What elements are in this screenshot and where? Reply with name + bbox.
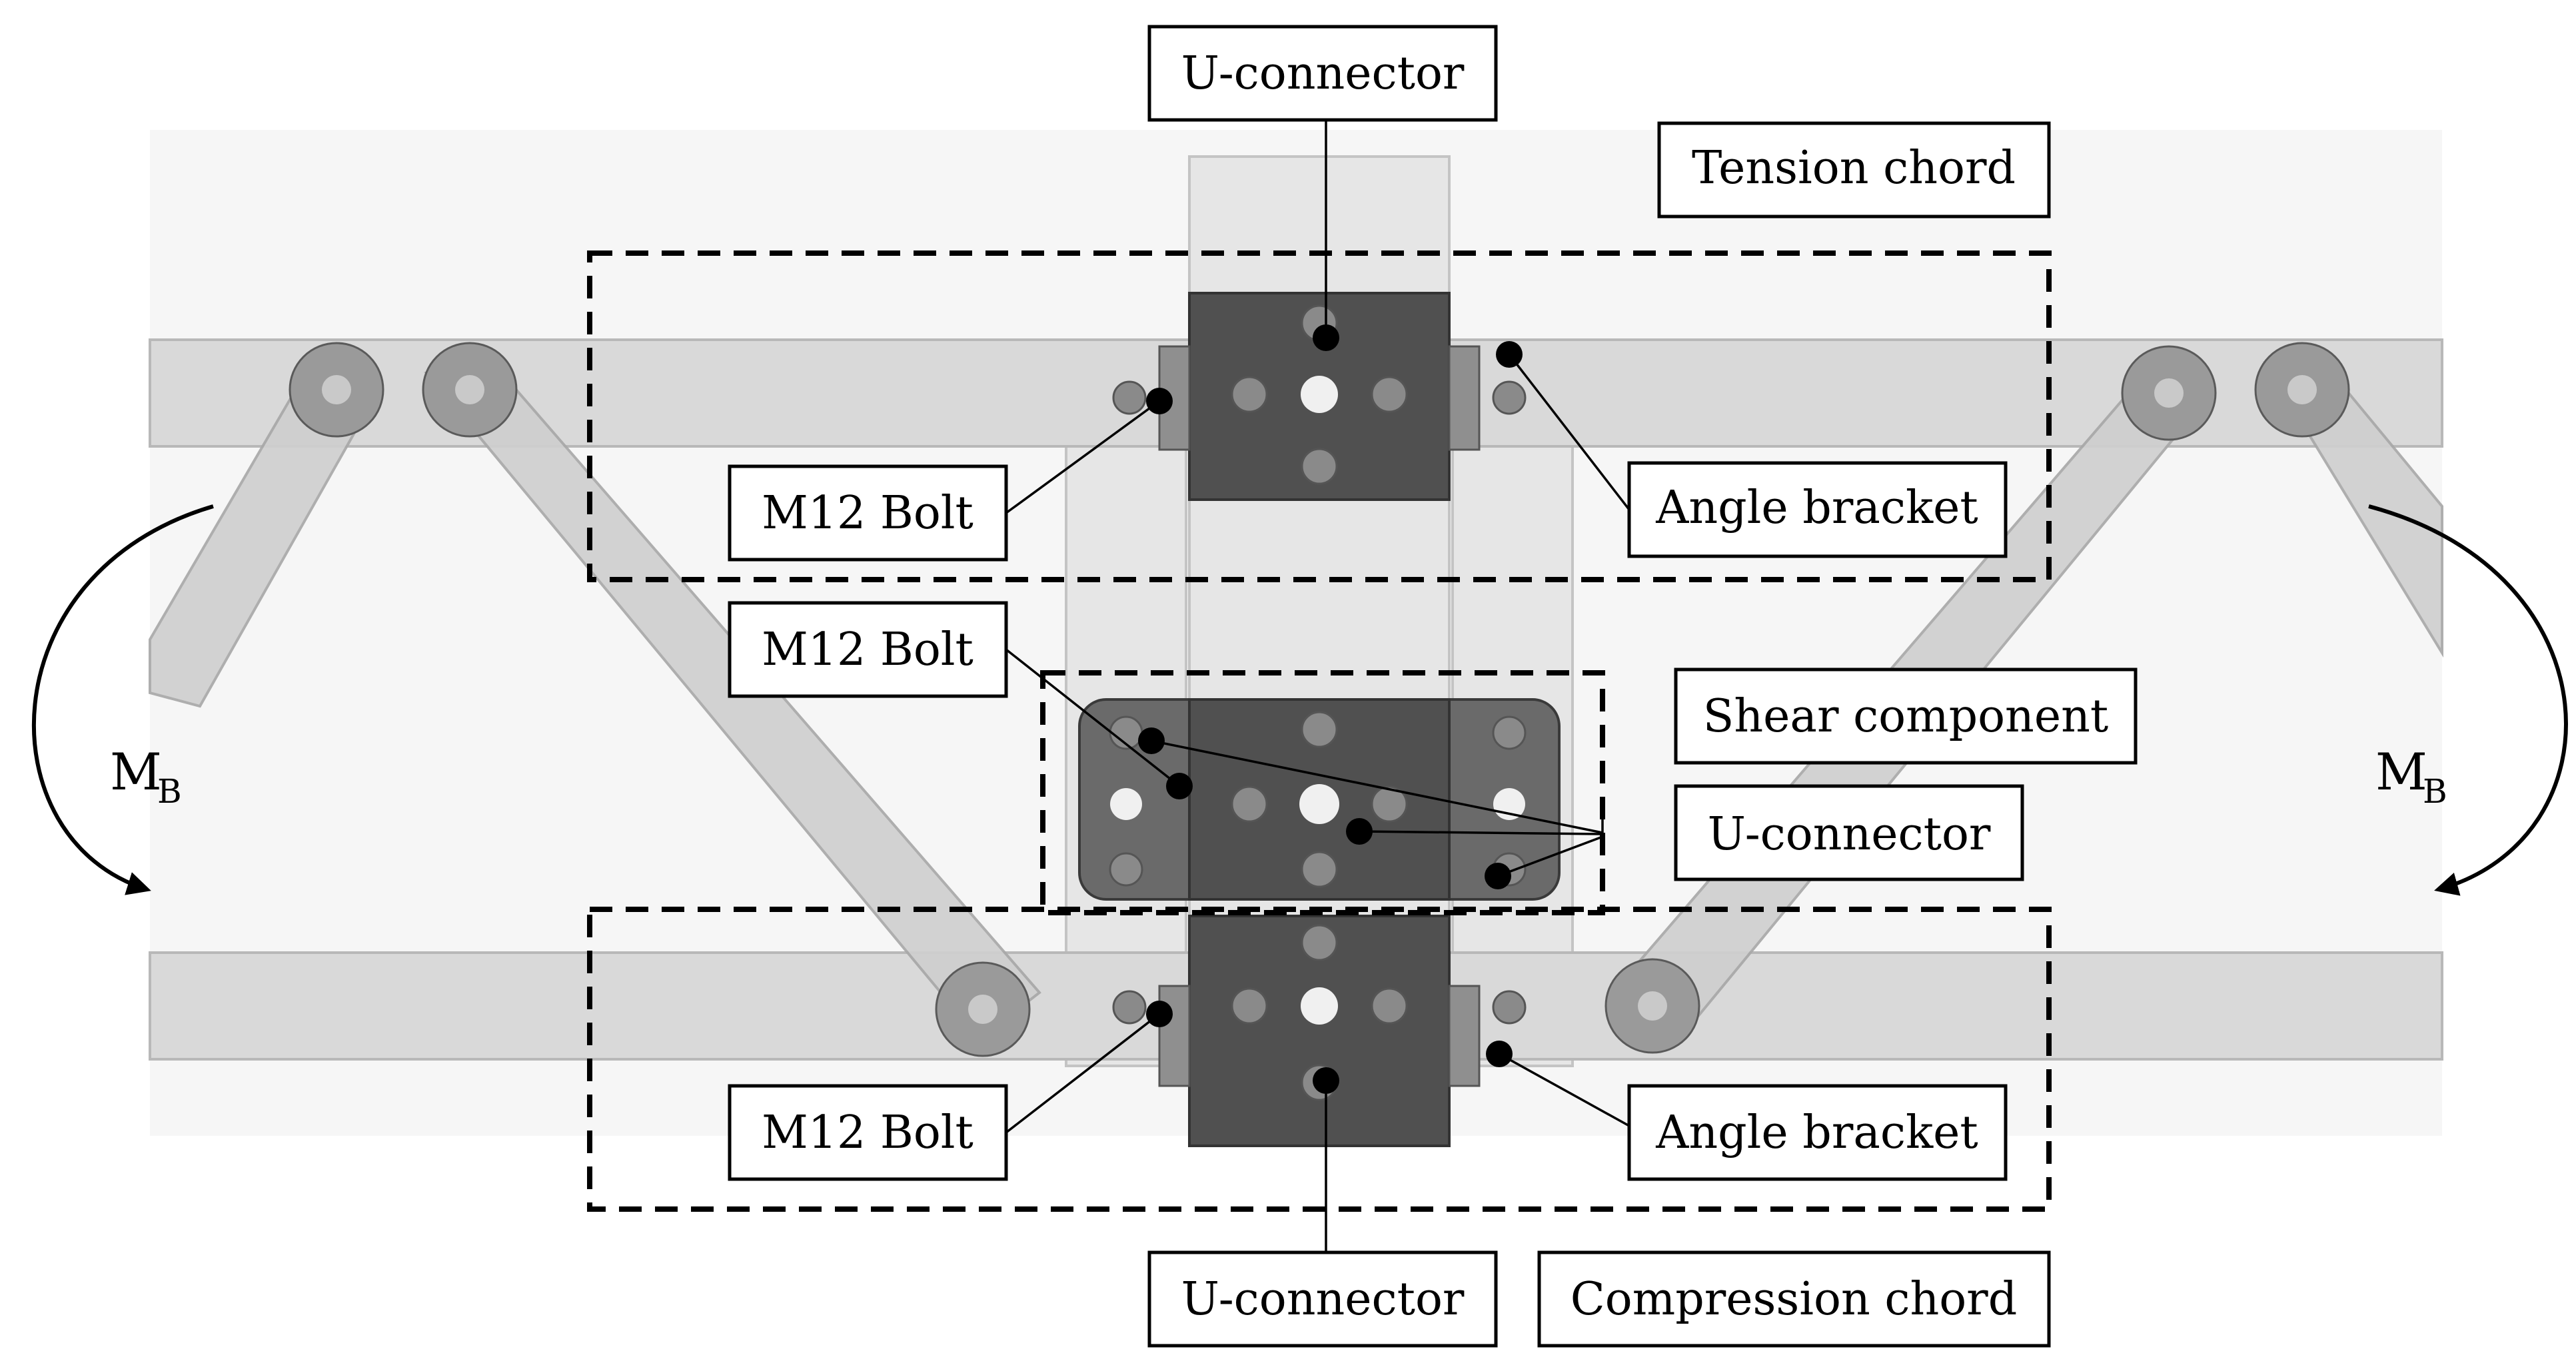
m12-bolt-icon	[1112, 990, 1147, 1025]
moment-arrow-right	[2368, 504, 2568, 896]
lug-bolt-icon	[455, 375, 484, 404]
svg-text:B: B	[2423, 772, 2447, 811]
lug-bolt-icon	[968, 995, 997, 1024]
lug-bolt-icon	[2154, 378, 2184, 408]
svg-text:B: B	[157, 772, 182, 811]
svg-text:Tension chord: Tension chord	[1692, 142, 2016, 195]
compression-chord-region	[587, 907, 2052, 1212]
shear-component-region	[1040, 670, 1605, 915]
structure-rendering	[149, 130, 2443, 1147]
svg-text:M12 Bolt: M12 Bolt	[762, 487, 973, 540]
svg-text:M12 Bolt: M12 Bolt	[762, 624, 973, 676]
label-shear-component: Shear component	[1674, 668, 2138, 765]
tension-chord-region	[587, 250, 2052, 582]
m12-bolt-icon	[1112, 380, 1147, 415]
label-compression-chord: Compression chord	[1537, 1250, 2051, 1348]
svg-text:Angle bracket: Angle bracket	[1655, 482, 1978, 534]
label-u-connector-bottom: U-connector	[1147, 1250, 1498, 1348]
angle-bracket-top-right	[1448, 345, 1481, 451]
moment-arrow-left	[32, 504, 214, 895]
svg-text:M: M	[2375, 742, 2427, 801]
label-m12-bolt-middle: M12 Bolt	[728, 601, 1008, 698]
svg-text:Compression chord: Compression chord	[1571, 1273, 2017, 1326]
lug-bolt-icon	[322, 375, 351, 404]
svg-text:M: M	[110, 742, 162, 801]
svg-text:U-connector: U-connector	[1708, 808, 1991, 861]
svg-text:U-connector: U-connector	[1181, 47, 1465, 100]
moment-label-right: M B	[2375, 742, 2447, 811]
lug-bolt-icon	[1638, 991, 1667, 1021]
label-angle-bracket-top: Angle bracket	[1627, 461, 2008, 558]
m12-bolt-icon	[1492, 380, 1527, 415]
label-m12-bolt-top: M12 Bolt	[728, 464, 1008, 562]
label-u-connector-middle: U-connector	[1674, 784, 2024, 881]
angle-bracket-bottom-left	[1158, 985, 1191, 1087]
moment-label-left: M B	[110, 742, 182, 811]
angle-bracket-bottom-right	[1448, 985, 1481, 1087]
svg-text:U-connector: U-connector	[1181, 1273, 1465, 1326]
plate-bolts	[1109, 304, 1527, 1101]
label-u-connector-top: U-connector	[1147, 25, 1498, 122]
label-tension-chord: Tension chord	[1657, 121, 2051, 219]
svg-text:M12 Bolt: M12 Bolt	[762, 1107, 973, 1159]
svg-text:Angle bracket: Angle bracket	[1655, 1107, 1978, 1159]
m12-bolt-icon	[1492, 990, 1527, 1025]
leader-lines	[1005, 120, 1630, 1252]
bottom-chord-right	[1448, 951, 2443, 1061]
svg-text:Shear component: Shear component	[1703, 690, 2108, 743]
bottom-chord-left	[149, 951, 1191, 1061]
label-m12-bolt-bottom: M12 Bolt	[728, 1084, 1008, 1181]
label-angle-bracket-bottom: Angle bracket	[1627, 1084, 2008, 1181]
lug-bolt-icon	[2287, 375, 2317, 404]
